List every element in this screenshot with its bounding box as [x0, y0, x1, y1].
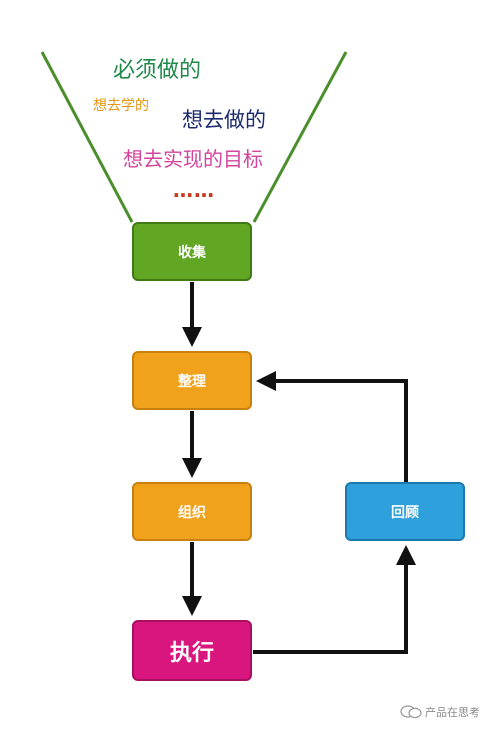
funnel-item-must-do: 必须做的: [113, 58, 202, 83]
step-group: 组织: [132, 482, 252, 541]
funnel-item-goals: 想去实现的目标: [123, 147, 263, 171]
funnel-left-line: [40, 51, 134, 223]
funnel-item-want-learn: 想去学的: [93, 98, 149, 114]
wechat-icon: [400, 705, 422, 719]
watermark-text: 产品在思考: [425, 706, 480, 719]
arrow-review-to-organize: [256, 371, 408, 482]
step-review-label: 回顾: [391, 504, 419, 521]
funnel-item-want-do: 想去做的: [182, 108, 266, 132]
step-organize: 整理: [132, 351, 252, 410]
step-group-label: 组织: [178, 504, 206, 521]
funnel-right-line: [252, 51, 348, 223]
step-collect: 收集: [132, 222, 252, 281]
step-review: 回顾: [345, 482, 465, 541]
step-collect-label: 收集: [178, 244, 206, 261]
arrow-execute-to-review: [253, 545, 416, 654]
step-organize-label: 整理: [178, 373, 206, 390]
watermark: 产品在思考: [400, 704, 480, 720]
step-execute: 执行: [132, 620, 252, 681]
funnel-item-ellipsis: ……: [173, 178, 215, 202]
step-execute-label: 执行: [169, 640, 214, 666]
